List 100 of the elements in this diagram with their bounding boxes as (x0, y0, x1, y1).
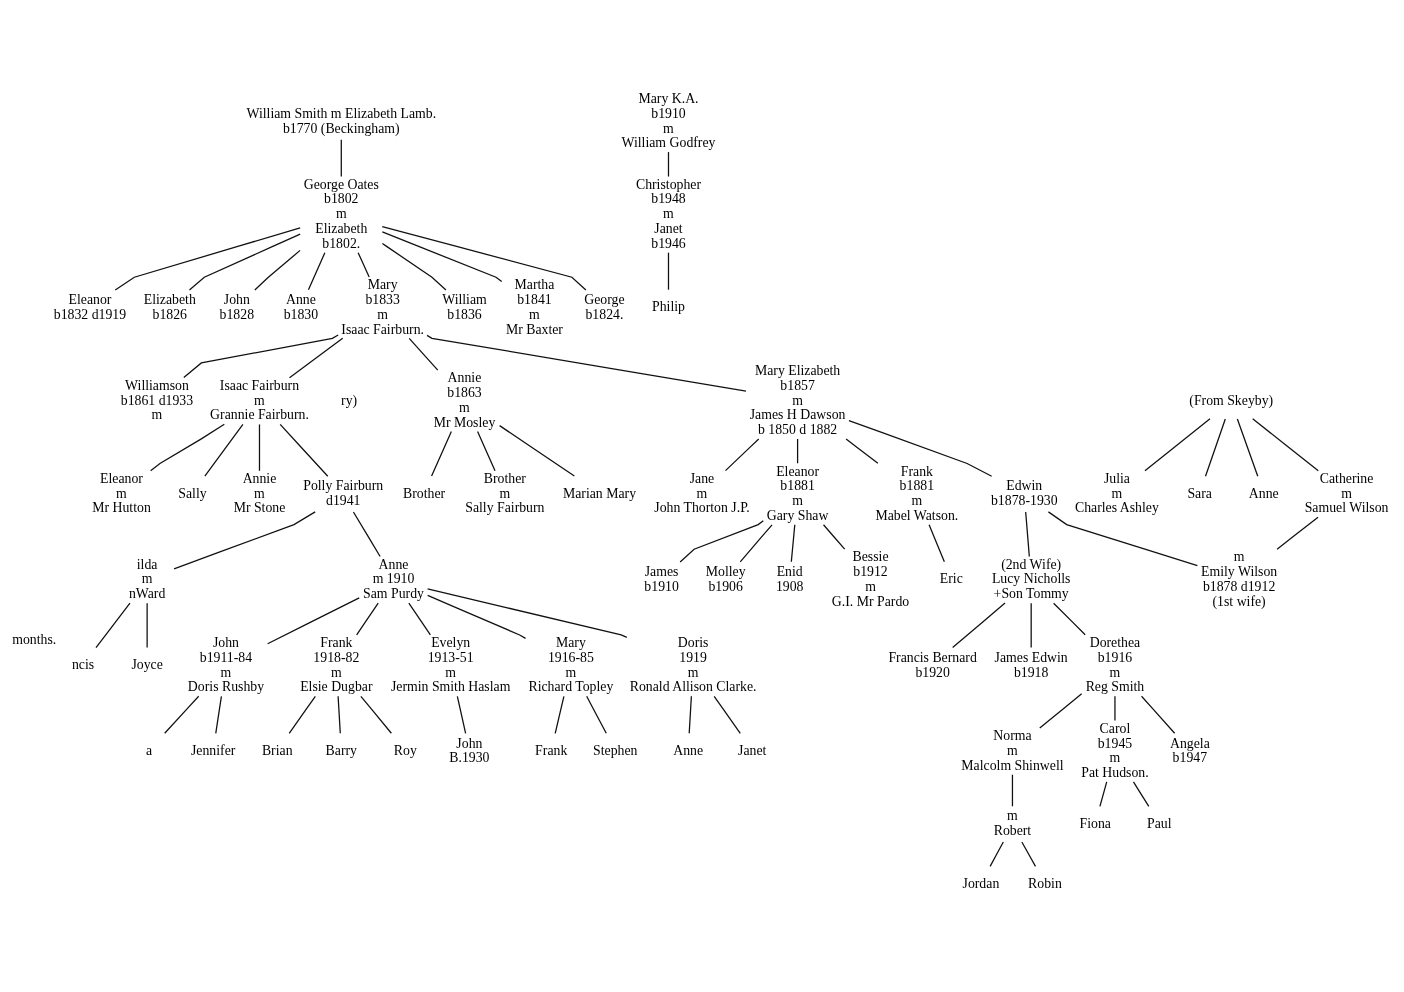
connector (456, 695, 467, 734)
connector (476, 430, 496, 471)
node-text: Robin (1028, 875, 1062, 891)
node-text: Evelyn 1913-51 m Jermin Smith Haslam (390, 634, 511, 694)
connector (427, 594, 527, 639)
connector (279, 423, 329, 477)
connector (1025, 510, 1030, 557)
connector (288, 695, 316, 734)
connector (1099, 780, 1108, 807)
connector (1047, 510, 1199, 566)
node-text: a (146, 742, 153, 758)
node-text: ilda m nWard (128, 556, 166, 601)
node-text: Eleanor m Mr Hutton (92, 470, 151, 515)
connector (408, 602, 431, 635)
node-text: Annie b1863 m Mr Mosley (433, 369, 496, 430)
connector (796, 437, 799, 464)
connector (204, 423, 244, 477)
node-text: William b1836 (442, 291, 487, 322)
connector (352, 510, 381, 557)
node-text: Brother m Sally Fairburn (465, 470, 545, 515)
node-text: Julia m Charles Ashley (1075, 470, 1159, 515)
connector (1140, 695, 1176, 734)
node-text: Brother (403, 485, 446, 501)
connector (1132, 780, 1150, 807)
connector (426, 334, 747, 392)
node-text: George Oates b1802 m Elizabeth b1802. (303, 176, 379, 251)
connector (150, 423, 225, 471)
connector (1236, 417, 1259, 477)
connector (739, 523, 773, 562)
node-text: Francis Bernard b1920 (888, 649, 977, 680)
node-text: Sally (178, 485, 207, 501)
node-text: Isaac Fairburn m Grannie Fairburn. (210, 377, 309, 422)
node-text: Mary Elizabeth b1857 m James H Dawson b 1850 d 1882 (749, 362, 846, 437)
connector (498, 424, 575, 477)
connector (430, 430, 452, 477)
connector (1053, 602, 1086, 635)
node-text: John B.1930 (449, 735, 490, 765)
connector (724, 437, 760, 471)
node-text: John b1911-84 m Doris Rushby (187, 634, 265, 694)
connector (554, 695, 565, 734)
node-text: Mary 1916-85 m Richard Topley (528, 634, 614, 694)
connector (381, 230, 503, 282)
node-text: m Robert (993, 807, 1032, 838)
node-text: George b1824. (584, 291, 625, 322)
node-text: Enid 1908 (775, 563, 804, 594)
connector (340, 138, 342, 177)
node-text: Jennifer (190, 742, 236, 758)
node-text: Frank 1918-82 m Elsie Dugbar (300, 634, 373, 694)
connector (1252, 417, 1319, 471)
node-text: Doris 1919 m Ronald Allison Clarke. (629, 634, 757, 694)
connector (928, 523, 945, 562)
node-text: Fiona (1079, 815, 1111, 831)
connector (188, 232, 301, 291)
node-text: m Emily Wilson b1878 d1912 (1st wife) (1201, 548, 1278, 609)
connector (848, 419, 993, 477)
node-text: Martha b1841 m Mr Baxter (505, 276, 563, 337)
node-text: James Edwin b1918 (994, 649, 1068, 680)
node-text: John b1828 (219, 291, 255, 322)
node-text: Mary K.A. b1910 m William Godfrey (621, 90, 716, 150)
node-text: Anne m 1910 Sam Purdy (363, 556, 424, 601)
node-text: Christopher b1948 m Janet b1946 (635, 176, 702, 251)
connector (667, 251, 670, 290)
node-text: Eleanor b1832 d1919 (53, 291, 127, 322)
node-text: Dorethea b1916 m Reg Smith (1085, 634, 1145, 694)
node-text: Polly Fairburn d1941 (303, 477, 384, 508)
connector (258, 423, 261, 471)
connector (408, 337, 439, 371)
node-text: Anne b1830 (283, 291, 319, 322)
node-text: Williamson b1861 d1933 m (120, 377, 194, 422)
connector (989, 840, 1004, 867)
node-text: William Smith m Elizabeth Lamb. b1770 (Beckingham) (246, 105, 437, 136)
connector (1204, 417, 1226, 477)
node-text: Anne (673, 742, 704, 758)
node-text: James b1910 (644, 563, 679, 594)
connector (688, 695, 692, 734)
node-text: Mary b1833 m Isaac Fairburn. (341, 276, 425, 337)
connector (679, 519, 764, 563)
node-text: Edwin b1878-1930 (990, 477, 1058, 508)
connector (164, 695, 200, 734)
node-text: Paul (1147, 815, 1172, 831)
node-text: ncis (71, 656, 95, 672)
node-label: months. (12, 631, 57, 647)
connector (1039, 692, 1083, 729)
connector (1011, 773, 1014, 807)
connector (288, 337, 344, 378)
connector (667, 150, 670, 177)
connector (146, 602, 148, 648)
node-text: Norma m Malcolm Shinwell (961, 727, 1064, 773)
connector (586, 695, 607, 734)
label: ry) (341, 392, 358, 408)
connector (381, 242, 447, 291)
node-text: Elizabeth b1826 (143, 291, 196, 322)
connector (1144, 417, 1211, 471)
node-text: Anne (1248, 485, 1279, 501)
node-text: Frank (535, 742, 568, 758)
node-text: Angela b1947 (1169, 735, 1210, 765)
node-text: Frank b1881 m Mabel Watson. (875, 463, 959, 523)
node-text: Eleanor b1881 m Gary Shaw (766, 463, 829, 523)
connector (215, 695, 223, 734)
node-text: Carol b1945 m Pat Hudson. (1081, 720, 1149, 780)
